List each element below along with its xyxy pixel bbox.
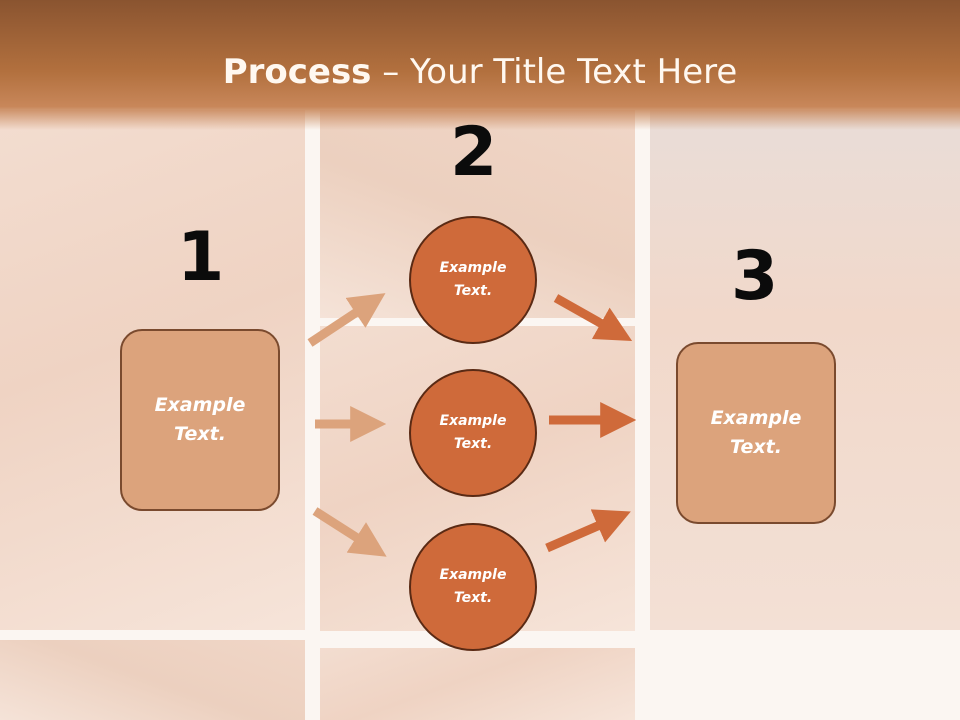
title-bold-part: Process xyxy=(222,52,372,92)
process-circle-1: Example Text. xyxy=(409,216,537,344)
right-box-line1: Example xyxy=(710,407,802,429)
circle-3-line2: Text. xyxy=(453,590,493,606)
left-box-line1: Example xyxy=(154,394,246,416)
step-number-1: 1 xyxy=(177,218,225,297)
header-bar xyxy=(0,0,960,130)
circle-2-line1: Example xyxy=(439,413,507,429)
step-number-3: 3 xyxy=(731,237,779,316)
left-box-line2: Text. xyxy=(174,423,226,445)
circle-2-line2: Text. xyxy=(453,436,493,452)
arrow-left-to-circle3 xyxy=(312,507,387,557)
arrow-left-to-circle1 xyxy=(307,293,386,347)
circle-1-line2: Text. xyxy=(453,283,493,299)
title-rest-part: – Your Title Text Here xyxy=(371,52,738,92)
arrow-circle3-to-right xyxy=(545,509,631,553)
circle-1-line1: Example xyxy=(439,260,507,276)
process-circle-2: Example Text. xyxy=(409,369,537,497)
left-example-box: Example Text. xyxy=(120,329,280,511)
step-number-2: 2 xyxy=(450,113,498,192)
circle-3-line1: Example xyxy=(439,567,507,583)
right-example-box: Example Text. xyxy=(676,342,836,524)
background-photo-bottom-left xyxy=(0,640,305,720)
page-title: Process – Your Title Text Here xyxy=(0,52,960,92)
background-photo-bottom-center xyxy=(320,648,635,720)
process-circle-3: Example Text. xyxy=(409,523,537,651)
arrow-circle1-to-right xyxy=(553,294,633,341)
right-box-line2: Text. xyxy=(730,436,782,458)
